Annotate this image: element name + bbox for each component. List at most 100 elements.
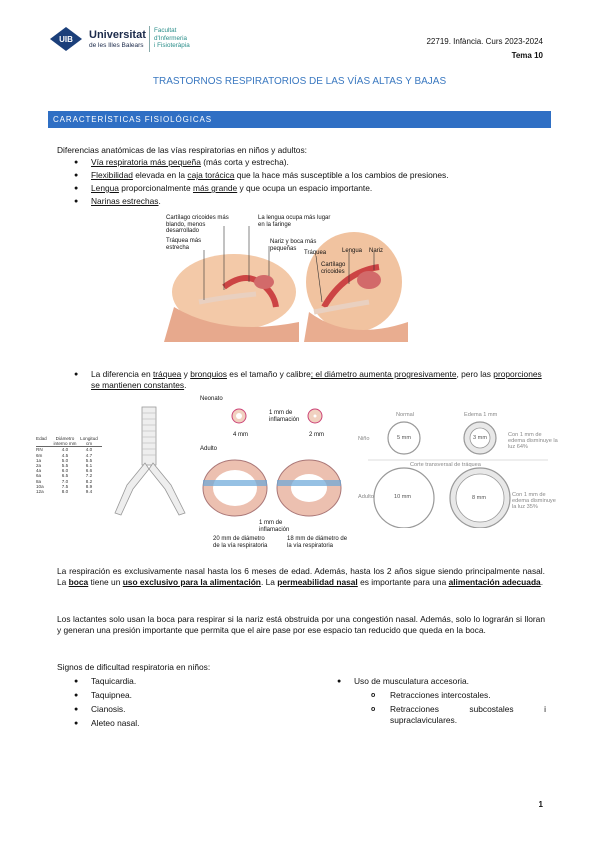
label-8mm: 8 mm — [472, 495, 486, 501]
tema-label: Tema 10 — [511, 51, 543, 60]
header-divider — [149, 26, 150, 52]
label-traquea-adulto: Tráquea — [304, 250, 327, 256]
list-item: ●Aleteo nasal. — [74, 718, 140, 728]
signs-title: Signos de dificultad respiratoria en niñ… — [57, 662, 211, 672]
list-item: ●Cianosis. — [74, 704, 126, 714]
list-item: ●Taquicardia. — [74, 676, 137, 686]
table-row: 6a 6.5 7.2 — [36, 473, 102, 478]
table-cell: 8.9 — [85, 483, 93, 489]
bullet-icon: ● — [74, 371, 79, 378]
label-20mm: 20 mm de diámetro de la vía respiratoria — [213, 536, 268, 549]
table-row: 2a 5.5 6.1 — [36, 463, 102, 468]
label-nariz-adulto: Nariz — [369, 248, 384, 254]
table-cell: 1a — [36, 457, 42, 463]
table-cell: 4a — [36, 468, 42, 474]
table-cell: 10a — [36, 483, 44, 489]
circle-bullet-icon: o — [371, 706, 376, 713]
list-item: ● Narinas estrechas. — [74, 196, 161, 206]
cross-section-figure: Normal Edema 1 mm Niño 5 mm 3 mm Con 1 m… — [358, 410, 558, 529]
table-cell: 8a — [36, 478, 42, 484]
circle-bullet-icon: o — [371, 692, 376, 699]
table-cell: 6.1 — [85, 463, 93, 469]
table-row: 12a 8.0 9.4 — [36, 489, 102, 494]
table-row: RN 4.0 4.0 — [36, 447, 102, 452]
table-cell: 5.5 — [85, 457, 93, 463]
label-corte: Corte transversal de tráquea — [410, 462, 481, 468]
table-cell: 6.0 — [61, 468, 69, 474]
table-cell: 6.5 — [61, 473, 69, 479]
label-edema: Edema 1 mm — [464, 412, 498, 418]
label-neonato: Neonato — [200, 396, 223, 402]
table-cell: 7.5 — [61, 483, 69, 489]
table-row: 10a 7.5 8.9 — [36, 484, 102, 489]
label-5mm: 5 mm — [397, 435, 411, 441]
list-item: ● Flexibilidad elevada en la caja toráci… — [74, 170, 449, 180]
table-cell: 5.0 — [61, 457, 69, 463]
table-cell: 7.0 — [61, 478, 69, 484]
label-adulto-corte: Adulto — [358, 494, 374, 500]
table-row: 6m 4.5 4.7 — [36, 453, 102, 458]
note-nino: Con 1 mm de edema disminuye la luz 64% — [508, 432, 558, 450]
label-normal: Normal — [396, 412, 415, 418]
bullet-icon: ● — [74, 172, 79, 179]
bullet-icon: ● — [337, 678, 342, 685]
bronchial-tree-image — [107, 405, 193, 517]
table-cell: 4.0 — [61, 447, 69, 453]
paragraph-respiracion: La respiración es exclusivamente nasal h… — [57, 566, 545, 587]
faculty-name: Facultat d'Infermeria i Fisioteràpia — [154, 27, 190, 49]
list-item: ● Lengua proporcionalmente más grande y … — [74, 183, 373, 193]
label-cartilago-nino: Cartílago cricoides más blando, menos de… — [166, 215, 229, 234]
list-item: ● Vía respiratoria más pequeña (más cort… — [74, 157, 289, 167]
table-cell: 4.7 — [85, 452, 93, 458]
table-cell: 2a — [36, 463, 42, 469]
label-lengua-nino: La lengua ocupa más lugar en la faringe — [258, 215, 331, 228]
label-2mm: 2 mm — [309, 432, 324, 438]
table-cell: 4.5 — [61, 452, 69, 458]
table-cell: 5.5 — [61, 463, 69, 469]
table-cell: 7.2 — [85, 473, 93, 479]
uib-logo: UIB — [48, 26, 84, 52]
list-item: ●Uso de musculatura accesoria. — [337, 676, 469, 686]
table-cell: 8.0 — [61, 489, 69, 495]
inflammation-figure: Neonato 1 mm de inflamación 4 mm 2 mm Ad… — [197, 396, 357, 558]
bullet-icon: ● — [74, 692, 79, 699]
university-name: Universitat — [89, 29, 146, 41]
svg-text:UIB: UIB — [59, 35, 73, 44]
table-cell: 6a — [36, 473, 42, 479]
bullet-icon: ● — [74, 720, 79, 727]
label-inflamacion-neonato: 1 mm de inflamación — [269, 410, 300, 423]
bullet-icon: ● — [74, 706, 79, 713]
table-cell: 8.2 — [85, 478, 93, 484]
table-cell: RN — [36, 447, 43, 453]
label-3mm: 3 mm — [473, 435, 487, 441]
label-cartilago-adulto: Cartílago cricoides — [321, 262, 346, 275]
label-traquea-nino: Tráquea más estrecha — [166, 238, 202, 251]
table-cell: 12a — [36, 489, 44, 495]
note-adulto: Con 1 mm de edema disminuye la luz 35% — [512, 492, 556, 510]
bullet-icon: ● — [74, 678, 79, 685]
course-label: 22719. Infància. Curs 2023-2024 — [426, 37, 543, 46]
table-cell: 9.4 — [85, 489, 93, 495]
label-lengua-adulto: Lengua — [342, 248, 363, 254]
label-nino: Niño — [358, 436, 370, 442]
document-title: TRASTORNOS RESPIRATORIOS DE LAS VÍAS ALT… — [152, 76, 447, 87]
label-nariz-boca: Nariz y boca más pequeñas — [270, 239, 317, 252]
table-row: 8a 7.0 8.2 — [36, 479, 102, 484]
label-4mm: 4 mm — [233, 432, 248, 438]
section-header: CARACTERÍSTICAS FISIOLÓGICAS — [48, 111, 551, 128]
bullet-icon: ● — [74, 198, 79, 205]
university-subtitle: de les Illes Balears — [89, 42, 144, 49]
label-10mm: 10 mm — [394, 494, 412, 500]
table-cell: 4.0 — [85, 447, 93, 453]
table-cell: 6.6 — [85, 468, 93, 474]
label-adulto: Adulto — [200, 446, 218, 452]
table-row: 4a 6.0 6.6 — [36, 468, 102, 473]
page-number: 1 — [538, 800, 543, 809]
label-inflamacion-adulto: 1 mm de inflamación — [259, 520, 290, 533]
label-18mm: 18 mm de diámetro de la vía respiratoria — [287, 536, 348, 549]
list-item: ●Taquipnea. — [74, 690, 132, 700]
table-cell: 6m — [36, 452, 43, 458]
